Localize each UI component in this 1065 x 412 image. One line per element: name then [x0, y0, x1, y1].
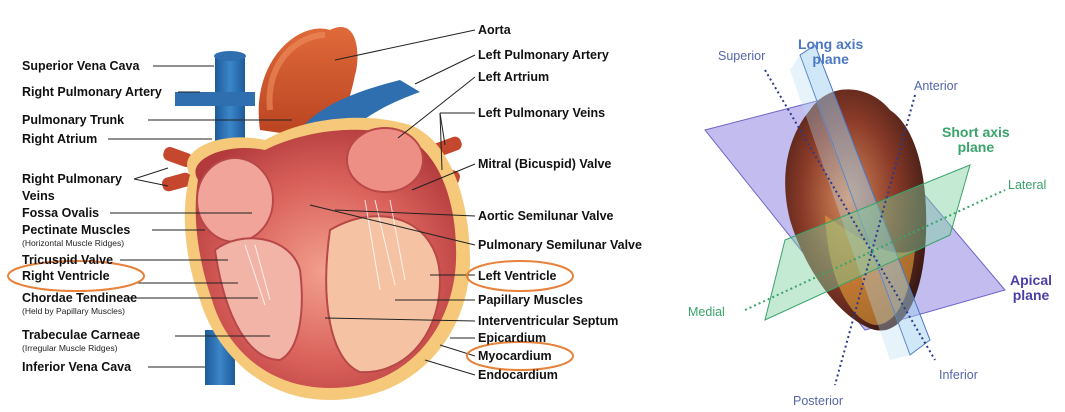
- label-left-pulmonary-veins: Left Pulmonary Veins: [478, 106, 605, 120]
- note-trabeculae-carneae: (Irregular Muscle Ridges): [22, 343, 117, 353]
- label-pulmonary-semilunar-valve: Pulmonary Semilunar Valve: [478, 238, 642, 252]
- right-atrium-shape: [197, 158, 273, 242]
- label-long-axis-plane-line2: plane: [798, 52, 863, 67]
- label-short-axis-plane: Short axis plane: [942, 125, 1010, 155]
- label-long-axis-plane-line1: Long axis: [798, 37, 863, 52]
- label-anterior: Anterior: [914, 79, 958, 93]
- label-apical-plane: Apical plane: [1010, 273, 1052, 303]
- label-short-axis-plane-line2: plane: [942, 140, 1010, 155]
- left-atrium-shape: [347, 128, 423, 192]
- label-papillary-muscles: Papillary Muscles: [478, 293, 583, 307]
- label-superior-vena-cava: Superior Vena Cava: [22, 59, 139, 73]
- label-lateral: Lateral: [1008, 178, 1046, 192]
- label-right-ventricle: Right Ventricle: [22, 269, 110, 283]
- label-mitral-valve: Mitral (Bicuspid) Valve: [478, 157, 611, 171]
- label-tricuspid-valve: Tricuspid Valve: [22, 253, 113, 267]
- note-pectinate-muscles: (Horizontal Muscle Ridges): [22, 238, 124, 248]
- label-left-pulmonary-artery: Left Pulmonary Artery: [478, 48, 609, 62]
- label-epicardium: Epicardium: [478, 331, 546, 345]
- label-left-atrium: Left Artrium: [478, 70, 549, 84]
- label-apical-plane-line1: Apical: [1010, 273, 1052, 288]
- label-chordae-tendineae: Chordae Tendineae: [22, 291, 137, 305]
- label-inferior: Inferior: [939, 368, 978, 382]
- label-pulmonary-trunk: Pulmonary Trunk: [22, 113, 124, 127]
- label-posterior: Posterior: [793, 394, 843, 408]
- label-superior: Superior: [718, 49, 765, 63]
- label-myocardium: Myocardium: [478, 349, 552, 363]
- label-right-pulmonary-veins-line1: Right Pulmonary: [22, 172, 122, 186]
- label-trabeculae-carneae: Trabeculae Carneae: [22, 328, 140, 342]
- label-inferior-vena-cava: Inferior Vena Cava: [22, 360, 131, 374]
- label-left-ventricle: Left Ventricle: [478, 269, 557, 283]
- label-endocardium: Endocardium: [478, 368, 558, 382]
- label-apical-plane-line2: plane: [1010, 288, 1052, 303]
- label-pectinate-muscles: Pectinate Muscles: [22, 223, 130, 237]
- label-short-axis-plane-line1: Short axis: [942, 125, 1010, 140]
- label-fossa-ovalis: Fossa Ovalis: [22, 206, 99, 220]
- label-right-atrium: Right Atrium: [22, 132, 97, 146]
- imaging-planes-diagram: Superior Anterior Lateral Medial Inferio…: [660, 0, 1065, 412]
- label-right-pulmonary-veins-line2: Veins: [22, 189, 55, 203]
- label-interventricular-septum: Interventricular Septum: [478, 314, 618, 328]
- note-chordae-tendineae: (Held by Papillary Muscles): [22, 306, 125, 316]
- label-right-pulmonary-artery: Right Pulmonary Artery: [22, 85, 162, 99]
- label-long-axis-plane: Long axis plane: [798, 37, 863, 67]
- heart-anatomy-diagram: Superior Vena Cava Right Pulmonary Arter…: [0, 0, 660, 412]
- label-medial: Medial: [688, 305, 725, 319]
- label-aorta: Aorta: [478, 23, 511, 37]
- label-aortic-semilunar-valve: Aortic Semilunar Valve: [478, 209, 613, 223]
